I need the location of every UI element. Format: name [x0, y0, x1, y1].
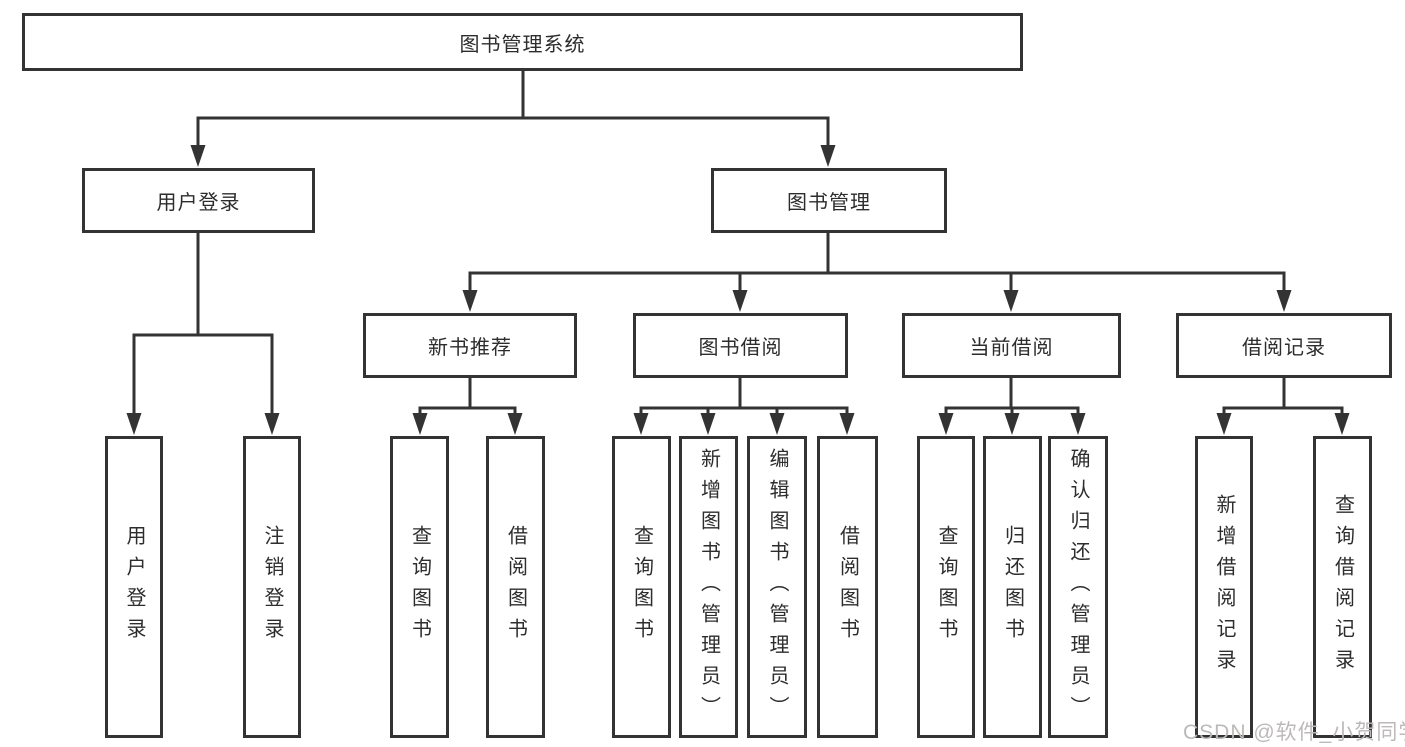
node-book-borrow-label: 图书借阅 — [698, 337, 783, 359]
node-user-login-label: 用户登录 — [156, 192, 241, 214]
leaf-confirm-return-admin-label: 确认归还（管理员） — [1067, 447, 1089, 727]
node-borrow-records: 借阅记录 — [1176, 313, 1392, 378]
node-root: 图书管理系统 — [22, 13, 1023, 71]
leaf-query-books-borrow: 查询图书 — [612, 436, 671, 738]
node-user-login: 用户登录 — [82, 168, 315, 233]
leaf-query-books-current: 查询图书 — [917, 436, 975, 738]
leaf-add-books-admin-label: 新增图书（管理员） — [697, 447, 720, 727]
node-root-label: 图书管理系统 — [459, 33, 586, 56]
leaf-logout-label: 注销登录 — [261, 525, 283, 649]
node-current-borrow-label: 当前借阅 — [969, 337, 1054, 359]
leaf-user-login: 用户登录 — [105, 436, 163, 738]
leaf-borrow-books-recommend-label: 借阅图书 — [504, 525, 527, 649]
leaf-borrow-books-label: 借阅图书 — [836, 525, 859, 649]
leaf-query-books-recommend-label: 查询图书 — [408, 525, 431, 649]
node-new-book-recommend: 新书推荐 — [363, 313, 577, 378]
leaf-borrow-books-recommend: 借阅图书 — [486, 436, 545, 738]
leaf-logout: 注销登录 — [243, 436, 301, 738]
leaf-query-books-borrow-label: 查询图书 — [630, 525, 653, 649]
leaf-query-borrow-record: 查询借阅记录 — [1313, 436, 1372, 738]
leaf-return-books: 归还图书 — [983, 436, 1042, 738]
leaf-add-books-admin: 新增图书（管理员） — [679, 436, 738, 738]
leaf-query-borrow-record-label: 查询借阅记录 — [1331, 494, 1354, 680]
leaf-edit-books-admin: 编辑图书（管理员） — [747, 436, 807, 738]
leaf-user-login-label: 用户登录 — [123, 525, 145, 649]
node-book-borrow: 图书借阅 — [633, 313, 848, 378]
leaf-query-books-current-label: 查询图书 — [935, 525, 957, 649]
leaf-borrow-books: 借阅图书 — [817, 436, 878, 738]
leaf-confirm-return-admin: 确认归还（管理员） — [1048, 436, 1108, 738]
leaf-add-borrow-record-label: 新增借阅记录 — [1213, 494, 1235, 680]
node-current-borrow: 当前借阅 — [902, 313, 1121, 378]
node-book-management-label: 图书管理 — [787, 192, 871, 214]
leaf-return-books-label: 归还图书 — [1001, 525, 1024, 649]
leaf-edit-books-admin-label: 编辑图书（管理员） — [766, 447, 788, 727]
leaf-query-books-recommend: 查询图书 — [390, 436, 449, 738]
node-borrow-records-label: 借阅记录 — [1242, 337, 1326, 359]
leaf-add-borrow-record: 新增借阅记录 — [1195, 436, 1253, 738]
csdn-watermark: CSDN @软件_小贺同学 — [1183, 721, 1405, 744]
node-book-management: 图书管理 — [711, 168, 947, 233]
node-new-book-recommend-label: 新书推荐 — [428, 337, 512, 359]
